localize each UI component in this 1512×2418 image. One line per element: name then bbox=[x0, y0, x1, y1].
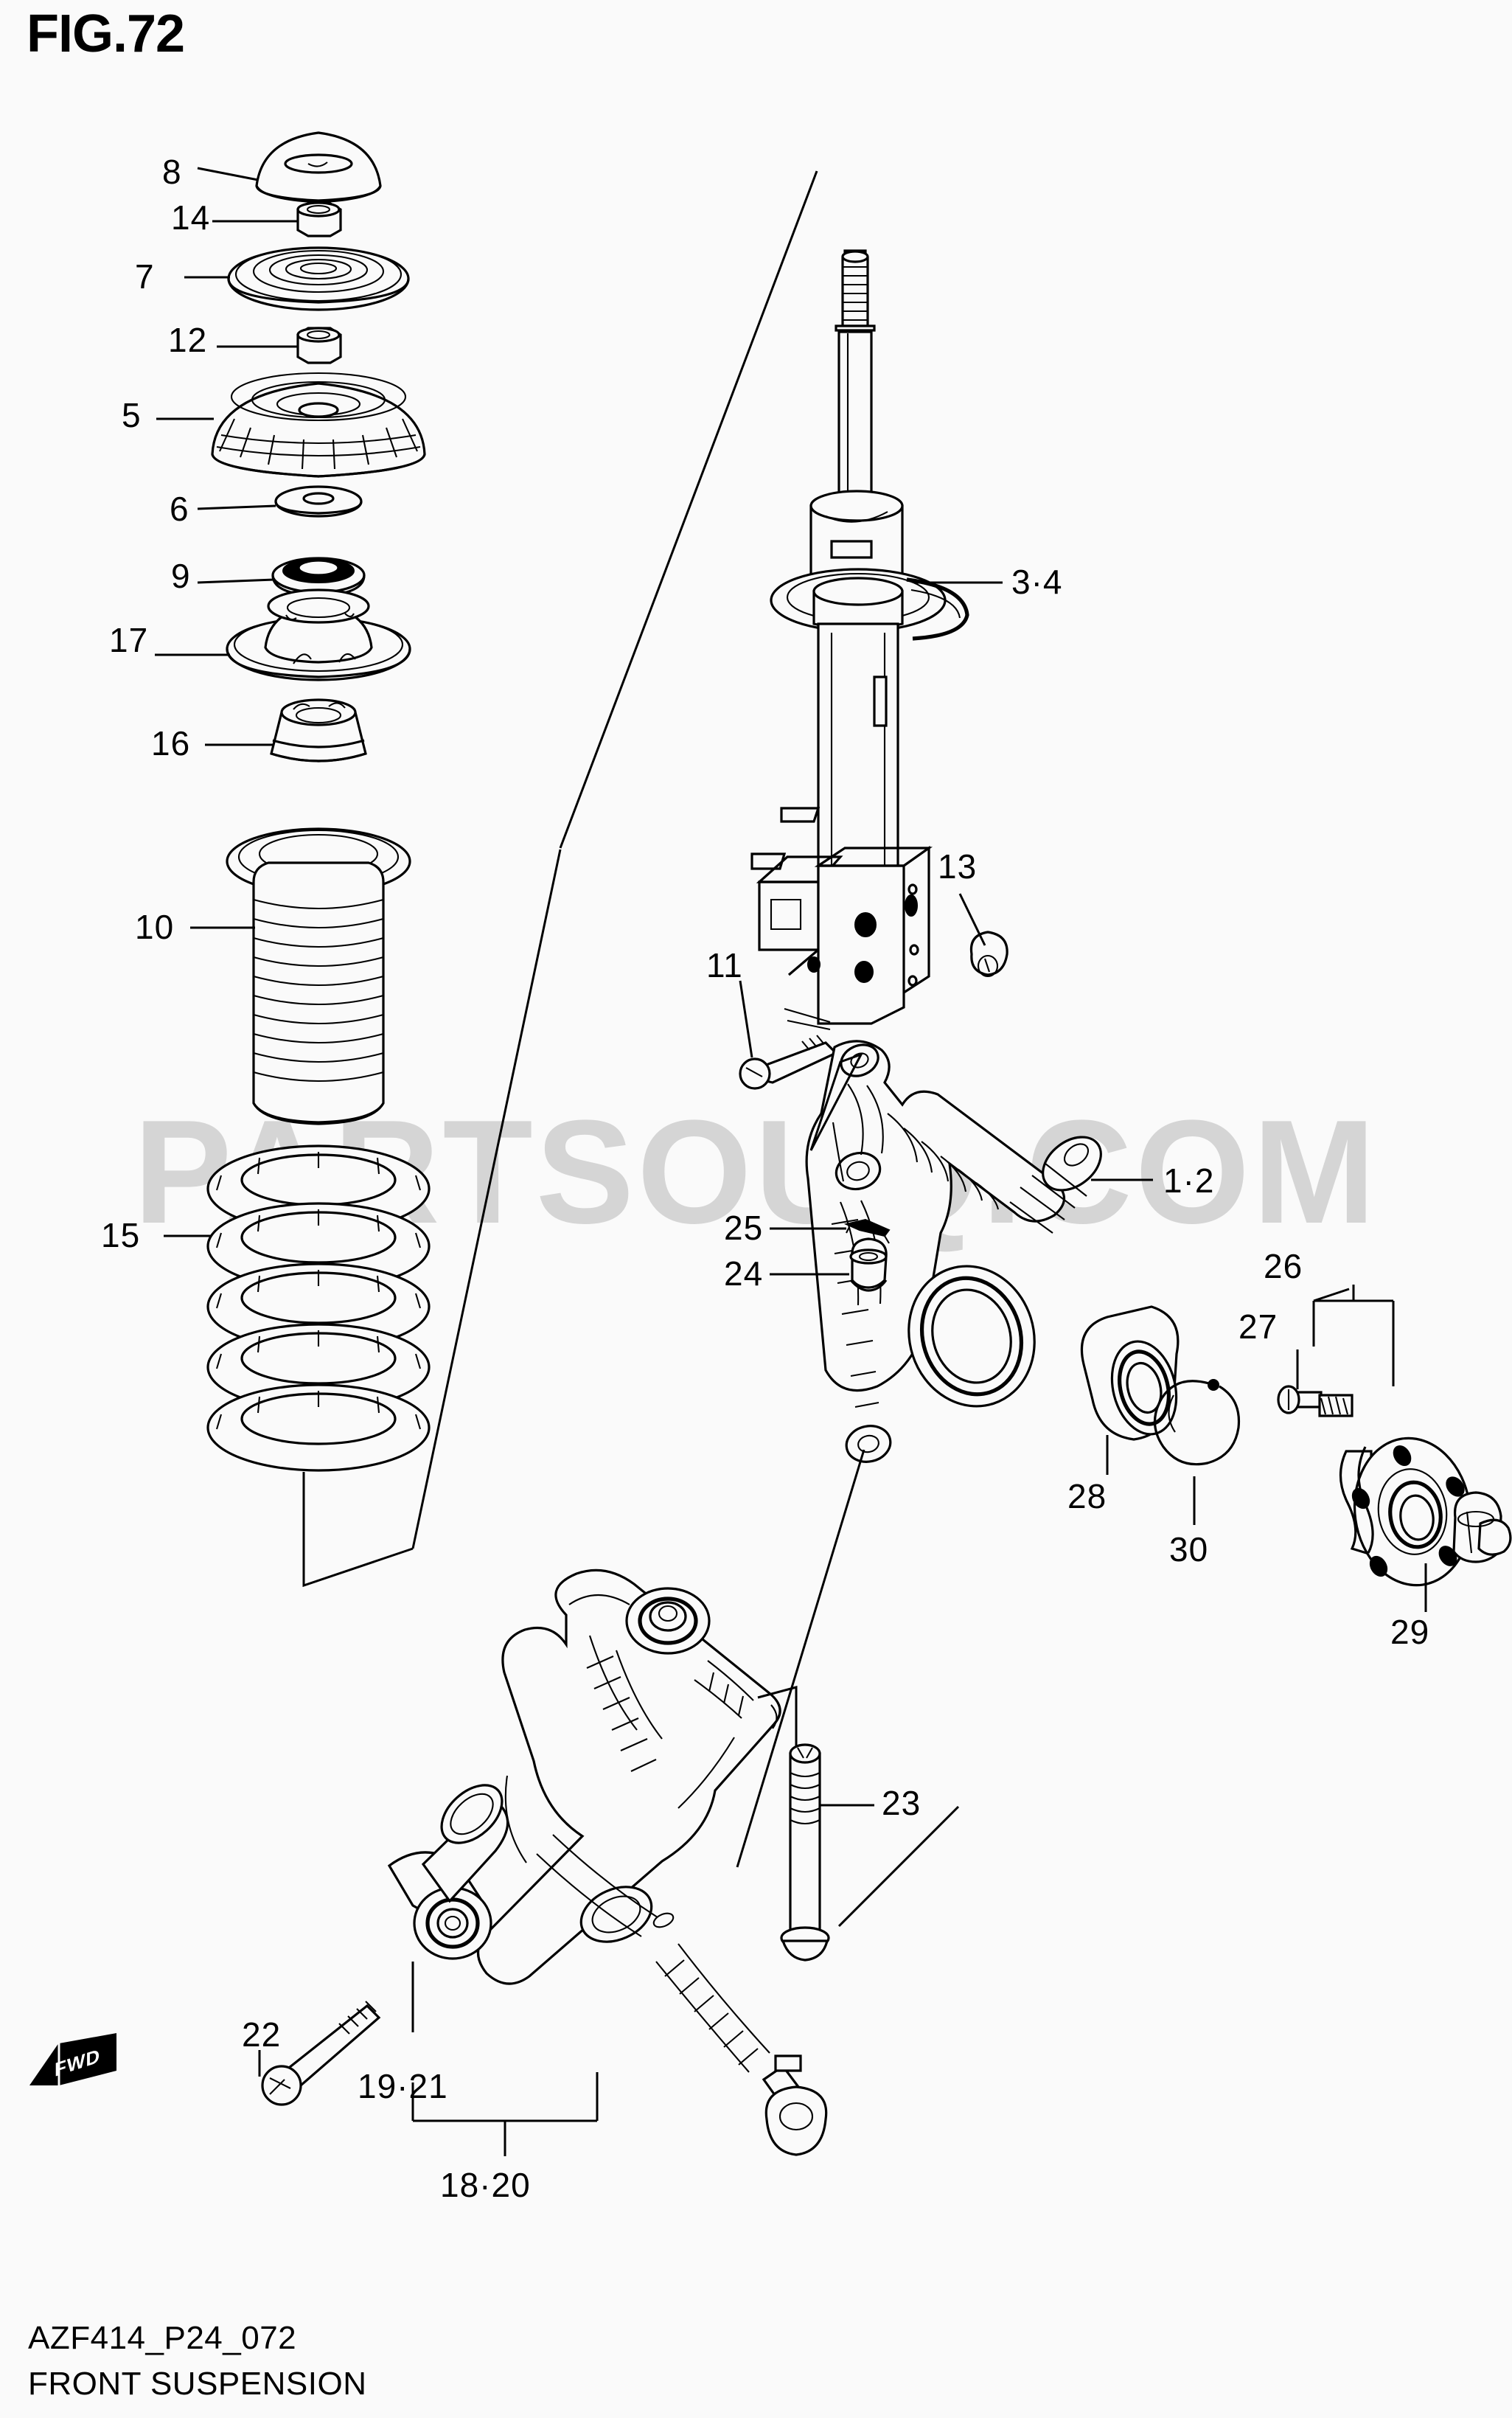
part-18-20-front-control-arm bbox=[387, 1568, 828, 2156]
callout-22: 22 bbox=[242, 2015, 282, 2054]
part-29-hub-nut bbox=[1452, 1491, 1512, 1563]
part-13-bracket-nut bbox=[969, 931, 1008, 978]
callout-5: 5 bbox=[122, 396, 142, 434]
figure-code: AZF414_P24_072 bbox=[28, 2320, 297, 2356]
part-24-tie-rod-nut bbox=[849, 1237, 888, 1292]
callout-7: 7 bbox=[135, 257, 155, 296]
part-5-strut-mount-insulator bbox=[211, 372, 426, 478]
callout-24: 24 bbox=[724, 1254, 764, 1293]
fwd-direction-marker: FWD bbox=[25, 2029, 128, 2088]
part-15-coil-spring bbox=[206, 1144, 431, 1472]
callout-26: 26 bbox=[1264, 1247, 1303, 1285]
part-23-control-arm-bolt bbox=[780, 1743, 830, 1962]
callout-29: 29 bbox=[1390, 1613, 1430, 1651]
callout-11: 11 bbox=[706, 946, 743, 984]
callout-3-4: 3·4 bbox=[1011, 563, 1063, 601]
part-17-spring-upper-seat bbox=[226, 588, 411, 681]
callout-9: 9 bbox=[171, 557, 191, 595]
callout-13: 13 bbox=[938, 847, 978, 886]
callout-8: 8 bbox=[162, 153, 182, 191]
part-22-bushing-bolt bbox=[261, 2001, 381, 2106]
part-1-2-steering-knuckle bbox=[805, 1040, 1102, 1463]
callout-15: 15 bbox=[101, 1216, 141, 1254]
part-8-strut-mount-cap bbox=[255, 131, 382, 204]
callout-23: 23 bbox=[882, 1784, 922, 1822]
part-10-dust-cover-boot bbox=[226, 827, 411, 1125]
part-16-bumper-stopper bbox=[270, 698, 367, 762]
part-25-split-pin bbox=[843, 1218, 891, 1244]
part-28-wheel-bearing bbox=[1080, 1305, 1180, 1441]
callout-10: 10 bbox=[135, 908, 175, 946]
figure-footer: AZF414_P24_072 FRONT SUSPENSION bbox=[28, 2315, 366, 2407]
callout-17: 17 bbox=[109, 621, 149, 659]
part-26-front-wheel-hub bbox=[1339, 1436, 1472, 1587]
part-11-bracket-bolt bbox=[739, 1035, 838, 1090]
part-12-strut-mount-nut bbox=[296, 327, 342, 364]
part-27-hub-stud-bolt bbox=[1277, 1385, 1354, 1417]
part-30-bearing-snap-ring bbox=[1153, 1379, 1241, 1466]
part-9-strut-bearing bbox=[271, 557, 366, 597]
callout-16: 16 bbox=[151, 724, 191, 762]
callout-14: 14 bbox=[171, 198, 211, 237]
part-6-washer bbox=[274, 485, 363, 518]
figure-title: FIG.72 bbox=[27, 4, 185, 63]
part-3-4-strut-damper-assembly bbox=[750, 249, 969, 1031]
callout-27: 27 bbox=[1238, 1307, 1278, 1346]
callout-25: 25 bbox=[724, 1209, 764, 1247]
callout-18-20: 18·20 bbox=[440, 2166, 531, 2204]
callout-19-21: 19·21 bbox=[358, 2067, 448, 2105]
callout-6: 6 bbox=[170, 490, 189, 528]
figure-name: FRONT SUSPENSION bbox=[28, 2366, 367, 2402]
callout-12: 12 bbox=[168, 321, 208, 359]
callout-30: 30 bbox=[1169, 1530, 1209, 1568]
part-14-strut-rod-nut bbox=[296, 201, 342, 237]
callout-1-2: 1·2 bbox=[1163, 1161, 1215, 1200]
callout-28: 28 bbox=[1067, 1477, 1107, 1515]
part-7-strut-bearing-plate bbox=[227, 246, 410, 311]
